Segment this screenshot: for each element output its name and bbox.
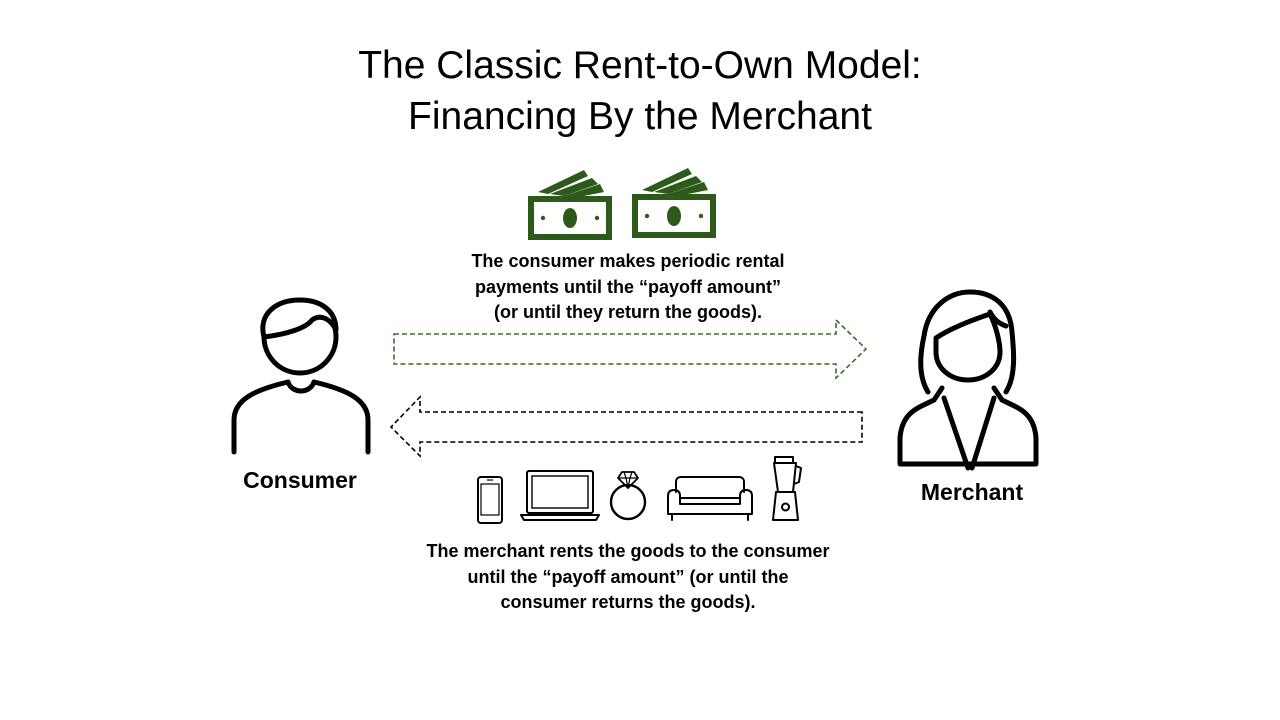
cash-bills-icon — [632, 168, 716, 238]
goods-caption-line-3: consumer returns the goods). — [500, 592, 756, 612]
goods-caption-line-1: The merchant rents the goods to the cons… — [426, 541, 830, 561]
phone-icon — [477, 476, 503, 524]
merchant-person-icon — [897, 289, 1039, 471]
consumer-person-icon — [231, 297, 371, 455]
merchant-label: Merchant — [920, 479, 1024, 505]
laptop-icon — [520, 470, 600, 521]
payment-caption-line-3: (or until they return the goods). — [494, 302, 762, 322]
payment-arrow-right — [393, 318, 868, 380]
cash-bills-icon — [528, 170, 612, 240]
title-line-2: Financing By the Merchant — [408, 95, 872, 138]
goods-arrow-left — [389, 395, 863, 458]
sofa-icon — [667, 476, 753, 521]
goods-caption-line-2: until the “payoff amount” (or until the — [467, 566, 789, 587]
payment-caption-line-1: The consumer makes periodic rental — [471, 251, 785, 271]
diagram-title: The Classic Rent-to-Own Model: Financing… — [0, 40, 1280, 142]
goods-caption: The merchant rents the goods to the cons… — [370, 539, 886, 616]
title-line-1: The Classic Rent-to-Own Model: — [358, 44, 922, 87]
consumer-label: Consumer — [243, 467, 357, 493]
blender-icon — [772, 456, 802, 521]
payment-caption-line-2: payments until the “payoff amount” — [474, 276, 782, 297]
ring-icon — [609, 471, 647, 521]
payment-caption: The consumer makes periodic rental payme… — [400, 249, 856, 326]
